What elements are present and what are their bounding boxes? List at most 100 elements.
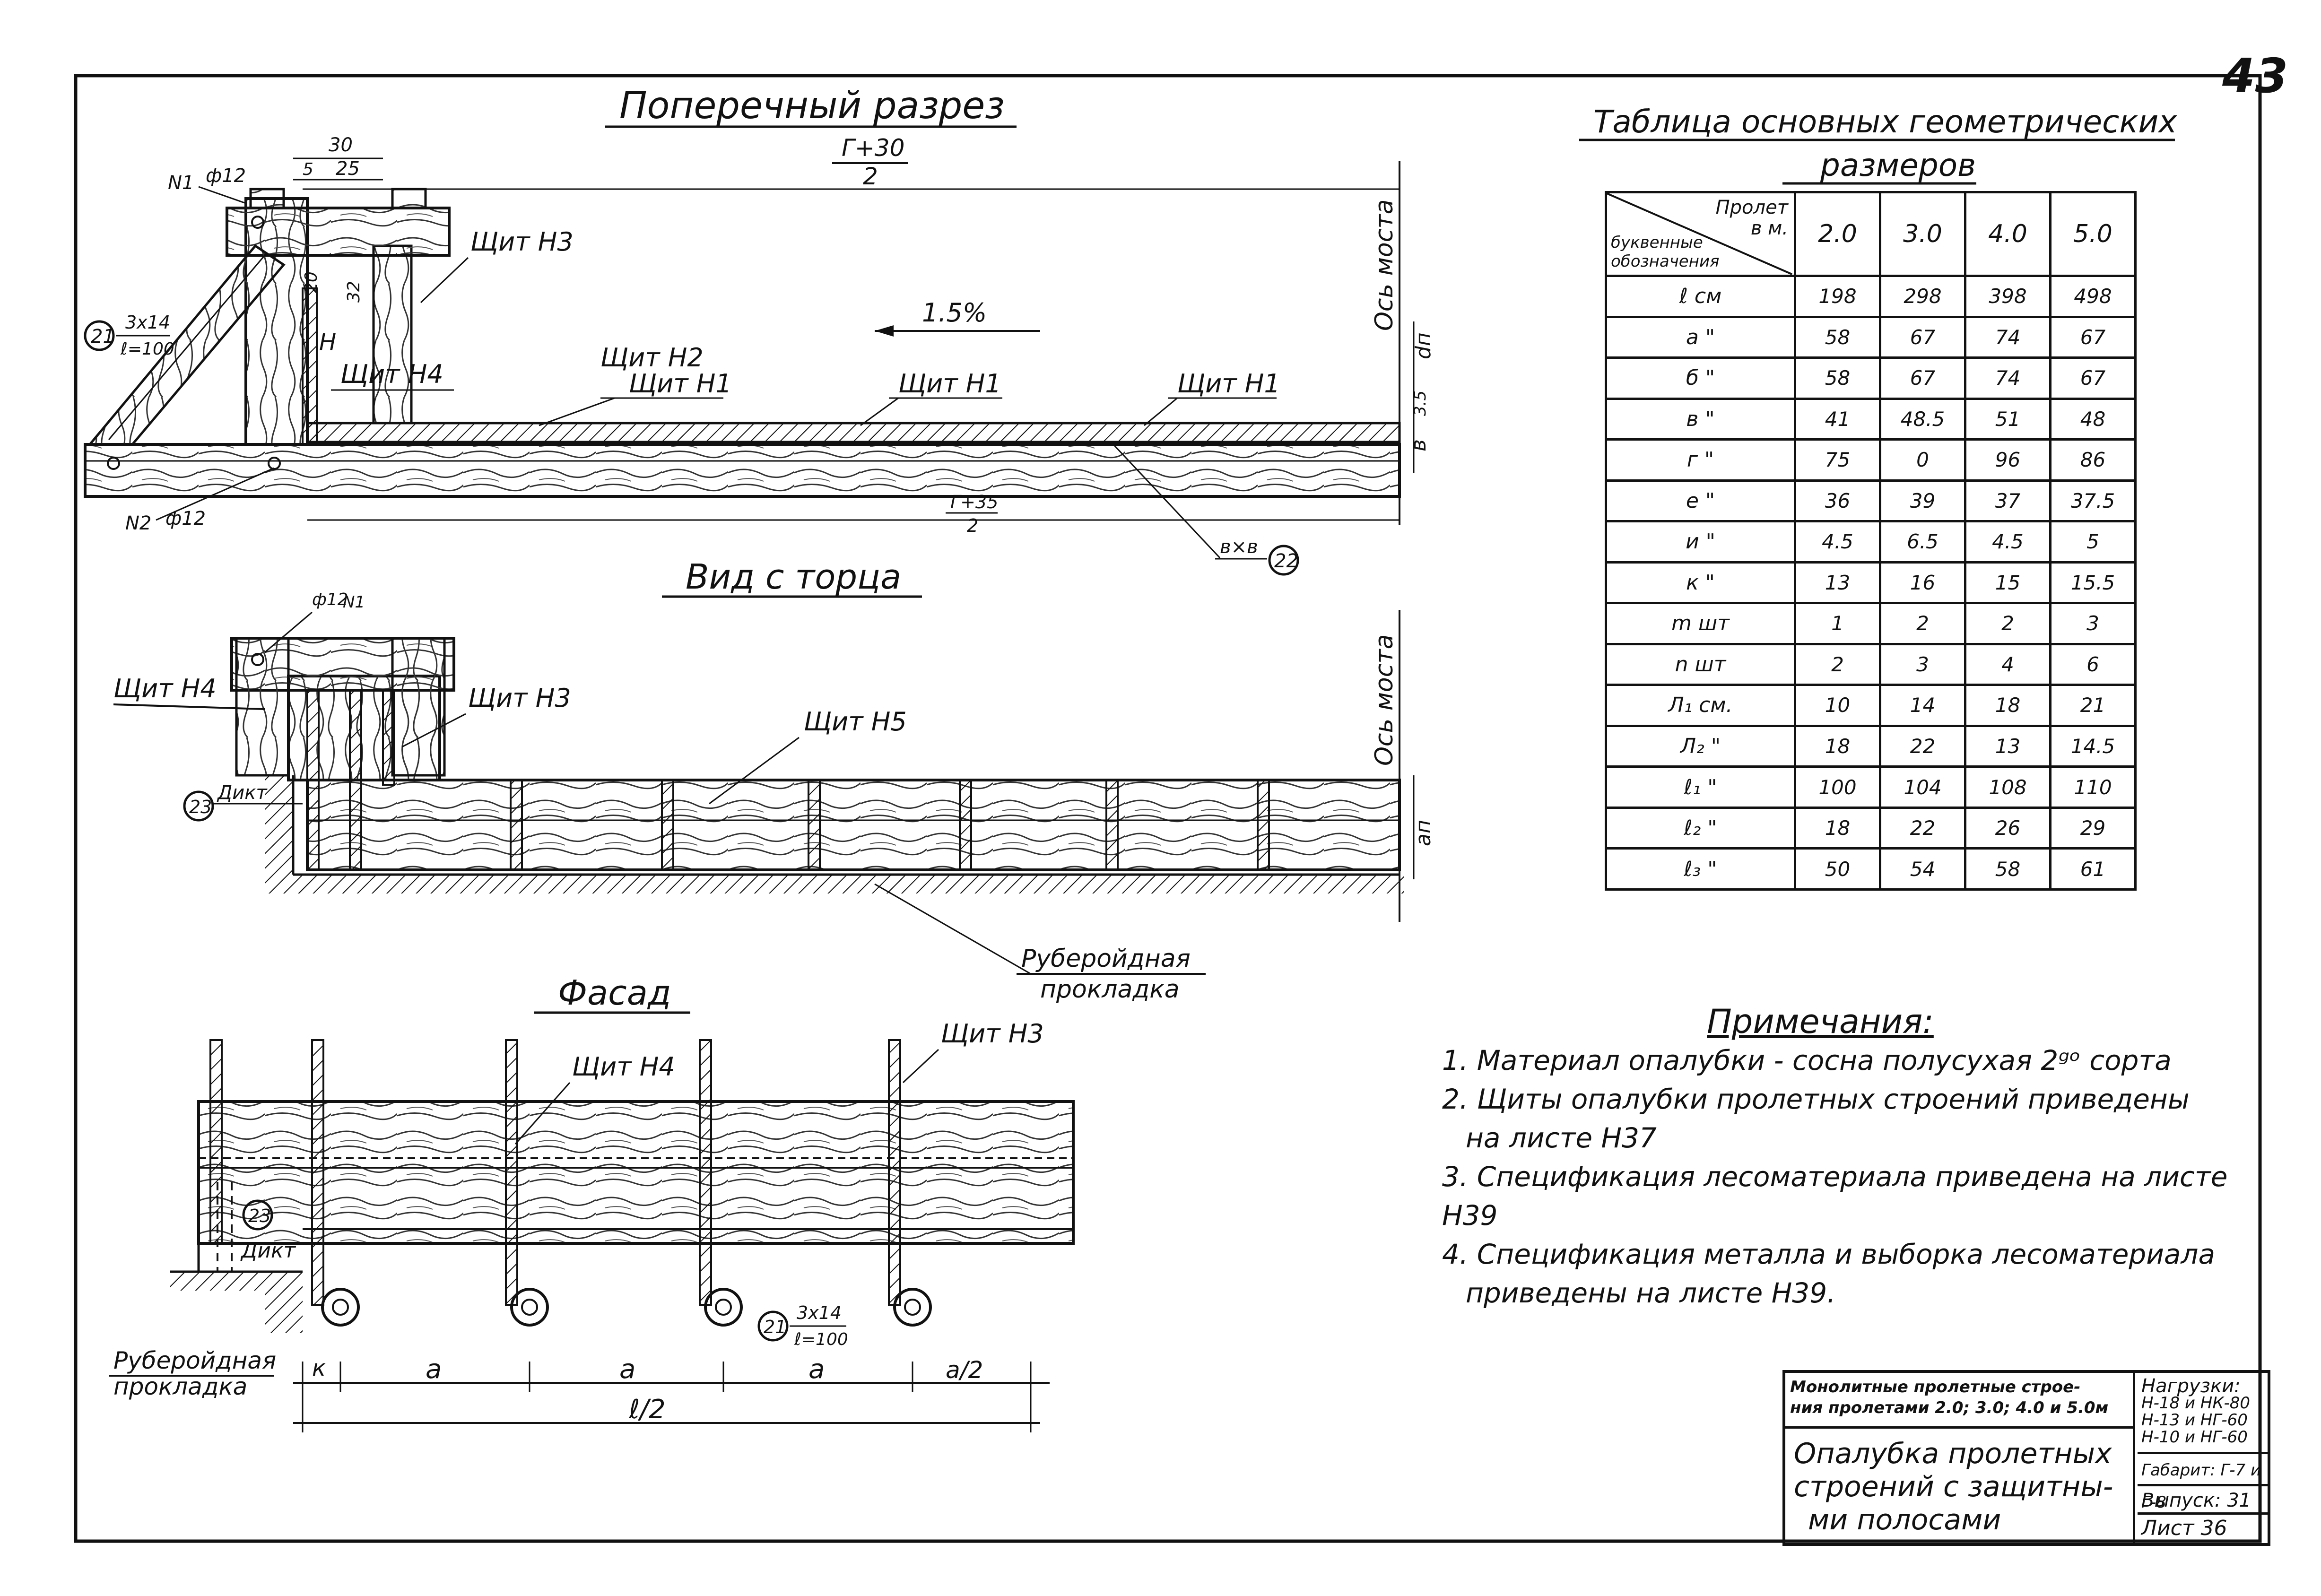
table-cell: 26 xyxy=(1964,806,2052,850)
label-shield-n4: Щит Н4 xyxy=(340,359,443,389)
facade-callout-23-number: 23 xyxy=(248,1206,271,1226)
label-n1: N1 xyxy=(168,172,194,194)
geometry-table: Пролет в м. буквенные обозначения 2.0 3.… xyxy=(1605,191,2137,891)
facade-label-shield-n3: Щит Н3 xyxy=(941,1019,1044,1049)
stamp-title-line1: Опалубка пролетных xyxy=(1794,1437,2112,1470)
table-cell: 10 xyxy=(1794,684,1881,727)
label-shield-n3: Щит Н3 xyxy=(470,227,574,257)
label-phi12-top: ф12 xyxy=(206,165,246,187)
table-cell: 67 xyxy=(1879,315,1966,359)
note-line: на листе Н37 xyxy=(1466,1122,1657,1154)
table-cell: 50 xyxy=(1794,847,1881,891)
table-cell: 37.5 xyxy=(2049,479,2137,523)
table-cell: 48 xyxy=(2049,397,2137,441)
label-shield-n2: Щит Н2 xyxy=(600,343,704,373)
table-cell: 54 xyxy=(1879,847,1966,891)
table-cell: 18 xyxy=(1794,806,1881,850)
corner-span-label: Пролет xyxy=(1715,197,1788,218)
end-label-shield-n5: Щит Н5 xyxy=(804,707,907,737)
facade-dim-l-half: ℓ/2 xyxy=(628,1394,666,1425)
row-label-cell: в " xyxy=(1605,397,1796,441)
end-label-shield-n3: Щит Н3 xyxy=(468,683,571,713)
callout-21-number: 21 xyxy=(91,326,115,347)
table-cell: 75 xyxy=(1794,438,1881,482)
end-label-dikt: Дикт xyxy=(217,782,268,804)
table-cell: 74 xyxy=(1964,356,2052,400)
stamp-title-line2: строений с защитны- xyxy=(1794,1470,2113,1503)
facade-dim-a-half: а/2 xyxy=(946,1356,983,1384)
table-cell: 67 xyxy=(1879,356,1966,400)
stamp-sheet-number: Лист 36 xyxy=(2141,1516,2227,1540)
facade-callout-21-marker xyxy=(757,1310,789,1342)
cross-section-view: Поперечный разрез Г+30 2 Ось моста N1 ф1… xyxy=(84,85,1435,576)
table-cell: 48.5 xyxy=(1879,397,1966,441)
table-cell: 13 xyxy=(1794,561,1881,605)
dim-v: в xyxy=(1407,439,1431,451)
table-cell: 67 xyxy=(2049,356,2137,400)
row-label-cell: Л₂ " xyxy=(1605,724,1796,768)
corner-letters-label: буквенные xyxy=(1611,233,1703,252)
table-corner-cell: Пролет в м. буквенные обозначения xyxy=(1605,191,1796,278)
span-header-cell: 5.0 xyxy=(2049,191,2137,278)
table-cell: 100 xyxy=(1794,765,1881,809)
stamp-project-line2: ния пролетами 2.0; 3.0; 4.0 и 5.0м xyxy=(1790,1398,2109,1417)
facade-title: Фасад xyxy=(558,973,671,1013)
row-label-cell: ℓ₁ " xyxy=(1605,765,1796,809)
table-cell: 14.5 xyxy=(2049,724,2137,768)
callout-22-marker xyxy=(1268,545,1299,576)
table-cell: 2 xyxy=(1964,602,2052,645)
row-label-cell: ℓ₂ " xyxy=(1605,806,1796,850)
table-cell: 15.5 xyxy=(2049,561,2137,605)
row-label-cell: Л₁ см. xyxy=(1605,684,1796,727)
table-cell: 29 xyxy=(2049,806,2137,850)
end-ruberoid-label-1: Руберойдная xyxy=(1021,945,1191,973)
table-cell: 22 xyxy=(1879,724,1966,768)
facade-callout-21-number: 21 xyxy=(764,1317,786,1337)
table-cell: 86 xyxy=(2049,438,2137,482)
span-header-cell: 4.0 xyxy=(1964,191,2052,278)
row-label-cell: е " xyxy=(1605,479,1796,523)
table-cell: 1 xyxy=(1794,602,1881,645)
facade-label-dikt: Дикт xyxy=(240,1239,296,1263)
facade-dim-k: к xyxy=(312,1355,326,1381)
facade-callout-21-size: 3x14 xyxy=(797,1302,842,1323)
stamp-loads-title: Нагрузки: xyxy=(2141,1375,2241,1397)
table-cell: 3 xyxy=(2049,602,2137,645)
page-number: 43 xyxy=(2222,48,2288,104)
table-cell: 36 xyxy=(1794,479,1881,523)
table-cell: 37 xyxy=(1964,479,2052,523)
row-label-cell: к " xyxy=(1605,561,1796,605)
note-line: приведены на листе Н39. xyxy=(1466,1277,1836,1309)
table-title-line1: Таблица основных геометрических xyxy=(1593,104,2177,140)
stamp-gabarit: Габарит: Г-7 и Г-8 xyxy=(2138,1454,2268,1512)
callout-21-length: ℓ=100 xyxy=(120,339,174,359)
label-shield-n1-b: Щит Н1 xyxy=(898,369,1001,399)
row-label-cell: n шт xyxy=(1605,642,1796,686)
note-line: 4. Спецификация металла и выборка лесома… xyxy=(1442,1238,2216,1270)
table-cell: 96 xyxy=(1964,438,2052,482)
table-cell: 39 xyxy=(1879,479,1966,523)
table-cell: 5 xyxy=(2049,520,2137,564)
note-line: 1. Материал опалубки - сосна полусухая 2… xyxy=(1442,1044,2172,1076)
dim-H: H xyxy=(319,329,336,356)
cross-section-title: Поперечный разрез xyxy=(619,85,1005,127)
span-header-cell: 2.0 xyxy=(1794,191,1881,278)
label-n2: N2 xyxy=(125,512,151,534)
table-cell: 108 xyxy=(1964,765,2052,809)
dim-dn: dп xyxy=(1411,332,1435,359)
row-label-cell: г " xyxy=(1605,438,1796,482)
facade-view: Фасад Щит Н3 Щит Н4 23 Дик xyxy=(109,973,1075,1432)
end-view: Вид с торца Ось моста ф12 N1 Щит Н4 Щ xyxy=(113,557,1435,1004)
corner-desig-label: обозначения xyxy=(1611,252,1720,271)
label-shield-n1-c: Щит Н1 xyxy=(1177,369,1280,399)
table-cell: 4.5 xyxy=(1964,520,2052,564)
end-view-axis-label: Ось моста xyxy=(1370,634,1399,766)
